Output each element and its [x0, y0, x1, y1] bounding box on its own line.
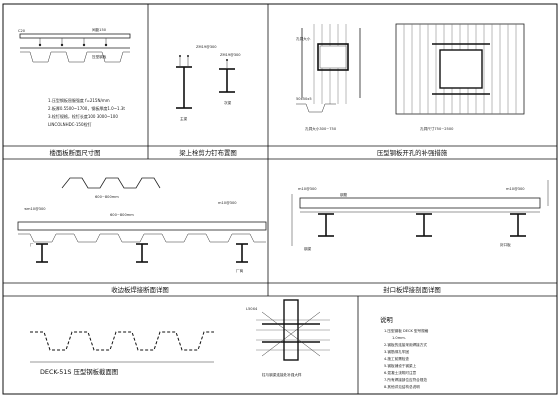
closure-slab — [299, 197, 541, 209]
edge-beams — [36, 243, 248, 263]
deck-note-4: LINCOLNHDC-150栓钉 — [48, 121, 92, 127]
opening-panel: 孔洞大小 50x50x5 孔洞大小300~750 孔洞尺寸750~2500 — [296, 23, 525, 157]
deck-profile-line — [20, 51, 130, 63]
large-opening-caption: 孔洞尺寸750~2500 — [420, 126, 454, 131]
edge-slab — [17, 221, 267, 231]
deck-note-1: 1.压型钢板屈服强度 f=215N/mm — [48, 97, 110, 103]
main-beam-label: 主梁 — [180, 116, 188, 121]
beam-studs-panel: ZM19@300 ZM19@300 主梁 次梁 梁上栓剪力钉布置图 — [176, 45, 241, 157]
opening-size-label: 孔洞大小 — [296, 36, 311, 41]
deck-section-caption: 楼面板断面尺寸图 — [49, 148, 100, 157]
note-item-6: 5.钢板铺设于钢梁上 — [384, 363, 417, 368]
closure-label-5: 封口板 — [500, 242, 511, 247]
notes-heading: 说明 — [380, 315, 393, 324]
stud-label-2: ZM19@300 — [220, 53, 241, 57]
small-opening-caption: 孔洞大小300~750 — [305, 126, 337, 131]
notes-panel: 说明 1.压型钢板 DECK 型号规格 1.0mm. 2.钢板的连接采用焊接方式… — [380, 315, 429, 389]
deck-note-3: 3.栓钉规格，栓钉长度100 3000~100 — [48, 113, 118, 119]
note-item-4: 3.钢筋绑扎牢固 — [384, 349, 409, 354]
slab-top — [19, 33, 131, 39]
column-detail-caption: 柱与钢梁连接处补强大样 — [262, 372, 302, 377]
column-detail-panel: L50X4 柱与钢梁连接处补强大样 — [246, 299, 330, 377]
deck-section-panel: C20 间距150 压型钢板 1.压型钢板屈服强度 f=215N/mm 2.板厚… — [18, 27, 131, 157]
stud-label-1: ZM19@300 — [196, 45, 217, 49]
edge-label-4: 厂商 — [236, 268, 244, 273]
closure-label-1: m10@300 — [298, 187, 317, 191]
angle-detail: 50x50x5 — [296, 97, 336, 113]
closure-beams — [318, 213, 526, 237]
beam-studs-caption: 梁上栓剪力钉布置图 — [179, 148, 237, 157]
end-closure-caption: 封口板焊接剖面详图 — [383, 285, 441, 294]
sheet-border — [2, 3, 558, 395]
profile-caption: DECK-51S 压型钢板截面图 — [40, 367, 118, 376]
concrete-tag: C20 — [18, 29, 26, 33]
note-item-5: 4.施工前需检查 — [384, 356, 409, 361]
opening-caption: 压型钢板开孔的补强措施 — [377, 148, 448, 157]
angle-label: 50x50x5 — [296, 97, 312, 101]
note-item-2: 1.0mm. — [392, 336, 406, 340]
column-detail-title: L50X4 — [246, 307, 258, 311]
sub-beam-label: 次梁 — [224, 100, 232, 105]
profile-panel: DECK-51S 压型钢板截面图 — [30, 331, 214, 376]
edge-label-2: m10@300 — [218, 201, 237, 205]
edge-dim-2: 600~800mm — [110, 213, 134, 217]
closure-label-2: m10@300 — [506, 187, 525, 191]
note-item-9: 8.其他详见结构总说明 — [384, 384, 420, 389]
deck-note-2: 2.板厚0.5500~1700，钢板厚度1.0~1.3t — [48, 105, 125, 111]
edge-label-1: ≤m10@300 — [24, 207, 46, 211]
i-beam-left — [176, 55, 192, 109]
stud-spacing-label: 间距150 — [92, 27, 107, 32]
note-item-8: 7.所有焊接部位应符合规范 — [384, 377, 427, 382]
closure-label-4: 钢梁 — [304, 246, 312, 251]
note-item-7: 6.混凝土浇筑时注意 — [384, 370, 417, 375]
edge-section-caption: 收边板焊接断面详图 — [111, 285, 169, 294]
note-item-3: 2.钢板的连接采用焊接方式 — [384, 342, 427, 347]
edge-dim-1: 600~800mm — [95, 195, 119, 199]
deck-label: 压型钢板 — [92, 54, 107, 59]
closure-label-3: 钢筋 — [340, 192, 348, 197]
studs — [38, 38, 108, 47]
edge-label-3: 厂 — [30, 243, 34, 247]
deck-profile-dashed — [30, 331, 214, 351]
note-item-1: 1.压型钢板 DECK 型号规格 — [384, 328, 429, 333]
small-opening-plan: 孔洞大小 — [296, 24, 361, 104]
edge-section-panel: 600~800mm ≤m10@300 m10@300 600~800mm 厂 厂… — [17, 177, 267, 294]
end-closure-panel: m10@300 m10@300 钢筋 钢梁 封口板 封口板焊接剖面详图 — [291, 180, 549, 294]
deck-profile-top — [61, 177, 161, 189]
i-beam-right — [219, 59, 235, 93]
large-opening-plan — [395, 23, 525, 115]
